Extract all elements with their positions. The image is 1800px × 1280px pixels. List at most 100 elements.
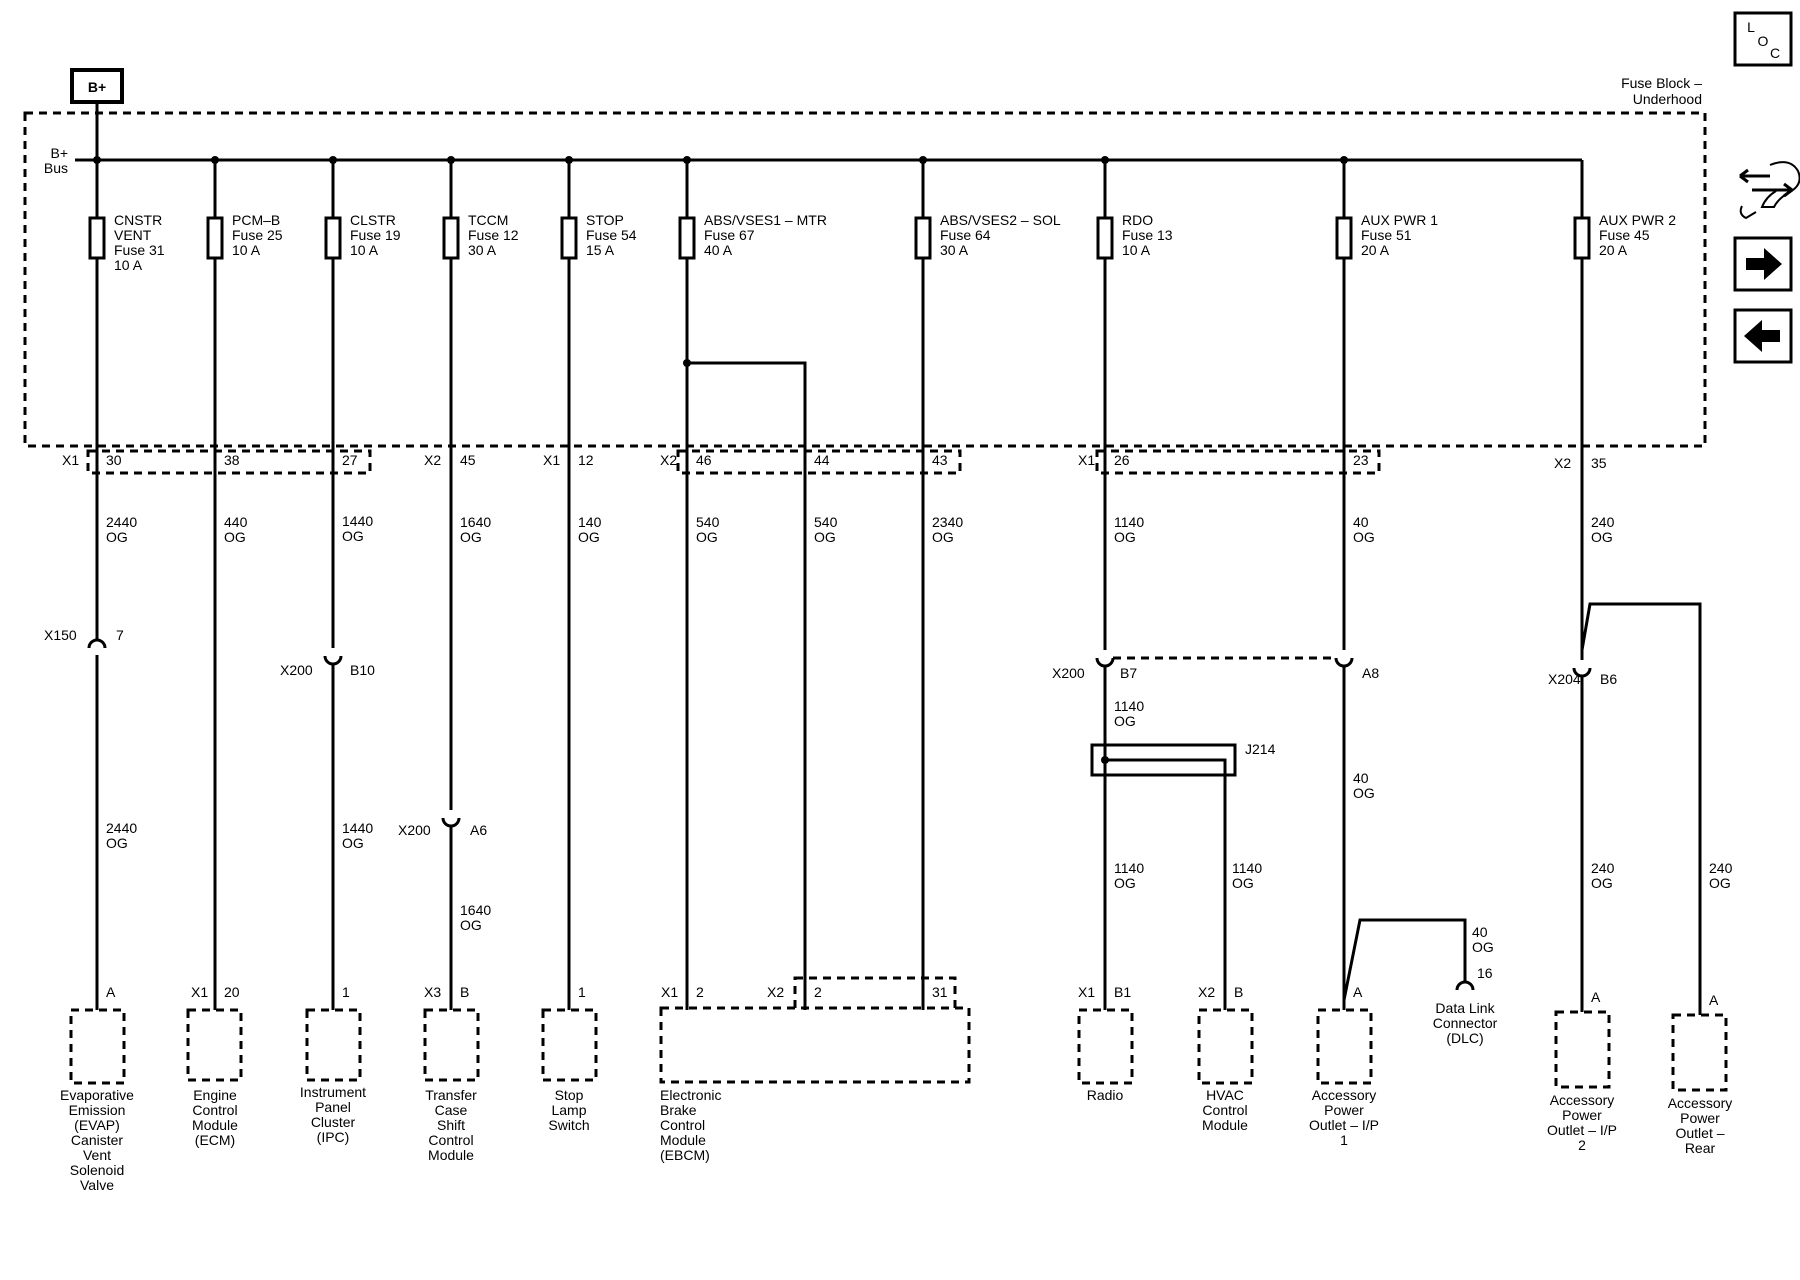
- circuit-stop: [541, 156, 598, 1082]
- circuit-abs: [659, 156, 971, 1084]
- aux1-inline-pin: A8: [1362, 665, 1379, 681]
- fuse-12-icon: [442, 216, 460, 260]
- tccm-connector-label: X2: [424, 452, 441, 468]
- radio-box: [1077, 1008, 1134, 1085]
- aux-outlet-1-box: [1316, 1008, 1373, 1085]
- abs2-component-pin: 31: [932, 984, 948, 1000]
- abs1-pin-label: 46: [696, 452, 712, 468]
- circuit-rdo: [1077, 156, 1335, 1085]
- battery-label: B+: [88, 79, 106, 95]
- x1-connector-strip-b: [1095, 449, 1381, 475]
- stop-pin-label: 12: [578, 452, 594, 468]
- x200-a6-connector-icon: [441, 817, 461, 828]
- fuse-25-icon: [206, 216, 224, 260]
- tccm-component-pin: B: [460, 984, 469, 1000]
- j214-splice-box: [1090, 743, 1237, 777]
- fuse-67-icon: [678, 216, 696, 260]
- rdo-component-name: Radio: [1087, 1087, 1124, 1103]
- clstr-inline-pin: B10: [350, 662, 375, 678]
- x150-connector-icon: [87, 638, 107, 649]
- abs1-component-pin: 2: [696, 984, 704, 1000]
- svg-text:C: C: [1770, 45, 1780, 61]
- rear-outlet-box: [1671, 1013, 1728, 1092]
- circuit-pcm: [186, 156, 243, 1082]
- circuit-aux1: [1316, 156, 1475, 1085]
- rdo-component-pin: B1: [1114, 984, 1131, 1000]
- x204-b6-connector-icon: [1572, 667, 1592, 678]
- fuse-block-outline: [23, 111, 1707, 448]
- cnstr-inline-pin: 7: [116, 627, 124, 643]
- ipc-box: [305, 1008, 362, 1082]
- hvac-box: [1197, 1008, 1254, 1085]
- fuse-51-icon: [1335, 216, 1353, 260]
- aux2-connector-label: X2: [1554, 455, 1571, 471]
- cnstr-inline-connector: X150: [44, 627, 77, 643]
- rdo-inline-pin: B7: [1120, 665, 1137, 681]
- fuse-13-icon: [1096, 216, 1114, 260]
- loc-icon[interactable]: L O C: [1733, 11, 1793, 67]
- circuit-clstr: [305, 156, 362, 1082]
- abs1-component-connector: X1: [661, 984, 678, 1000]
- svg-text:L: L: [1747, 19, 1755, 35]
- tccm-inline-pin: A6: [470, 822, 487, 838]
- x1-connector-strip-a: [86, 449, 372, 475]
- circuit-cnstr: [69, 156, 126, 1085]
- aux1-component-pin: A: [1353, 984, 1363, 1000]
- arrow-left-icon[interactable]: [1733, 308, 1793, 364]
- hvac-component-pin: B: [1234, 984, 1243, 1000]
- stop-connector-label: X1: [543, 452, 560, 468]
- dlc-terminal-icon: [1455, 980, 1475, 991]
- clstr-pin-label: 27: [342, 452, 358, 468]
- aux2-pin-label: 35: [1591, 455, 1607, 471]
- bus-label: B+Bus: [44, 145, 68, 176]
- arrow-right-icon[interactable]: [1733, 236, 1793, 292]
- aux-outlet-2-box: [1554, 1010, 1611, 1089]
- pcm-component-pin: 20: [224, 984, 240, 1000]
- svg-text:O: O: [1758, 33, 1769, 49]
- pcm-pin-label: 38: [224, 452, 240, 468]
- abs1b-component-connector: X2: [767, 984, 784, 1000]
- tccm-component-connector: X3: [424, 984, 441, 1000]
- clstr-component-pin: 1: [342, 984, 350, 1000]
- abs1-connector-label: X2: [660, 452, 677, 468]
- x200-b7-connector-icon: [1095, 657, 1115, 668]
- stop-component-pin: 1: [578, 984, 586, 1000]
- pcm-component-connector: X1: [191, 984, 208, 1000]
- ebcm-x2-connector: [793, 976, 957, 1010]
- x200-a8-connector-icon: [1334, 657, 1354, 668]
- ecm-box: [186, 1008, 243, 1082]
- dlc-component-pin: 16: [1477, 965, 1493, 981]
- clstr-inline-connector: X200: [280, 662, 313, 678]
- wrench-car-icon[interactable]: [1739, 161, 1800, 220]
